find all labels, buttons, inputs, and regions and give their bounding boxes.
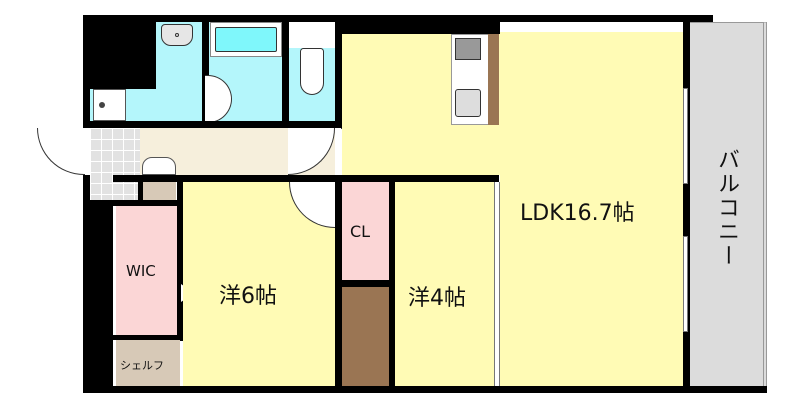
wall-ldk-top (342, 22, 500, 34)
outer-wall-left-lower (83, 175, 113, 392)
shelf-label: シェルフ (120, 359, 164, 372)
drain-icon (175, 33, 179, 37)
washbasin (161, 24, 193, 46)
wall-wic-bottom (113, 335, 183, 340)
wall-cl-bottom (335, 280, 395, 287)
western-room-4 (395, 182, 495, 386)
wall-wet-bottom (83, 121, 343, 128)
wall-room6-left (177, 175, 183, 341)
entrance-door[interactable] (37, 128, 85, 175)
wall-wic-top (113, 200, 183, 206)
bathtub (210, 22, 282, 57)
western-4-label: 洋4帖 (408, 286, 466, 311)
wall-bath-toilet (282, 22, 289, 128)
wall-entrance-right (138, 175, 143, 205)
outer-wall-bottom (83, 386, 767, 393)
counter (342, 287, 389, 386)
drain-icon (99, 102, 105, 108)
ldk-room-lower (500, 175, 683, 386)
shoe-cabinet (142, 180, 176, 200)
balcony (690, 22, 767, 386)
western-6-label: 洋6帖 (219, 284, 277, 309)
balcony-window-1[interactable] (683, 88, 688, 184)
stove-icon (455, 38, 481, 60)
outer-wall-right-ldk (683, 15, 690, 393)
entrance-tile (90, 128, 140, 200)
washing-machine-pan (93, 89, 126, 121)
shoe-cabinet-doors[interactable] (142, 157, 176, 175)
wic-label: WIC (126, 262, 156, 280)
sliding-partition[interactable] (494, 182, 500, 386)
balcony-label: バルコニー (714, 148, 739, 268)
outer-wall-top (83, 15, 713, 22)
kitchen-counter (488, 34, 499, 125)
outer-wall-left-upper (83, 15, 90, 128)
toilet-icon (300, 48, 324, 95)
closet-label: CL (350, 222, 371, 241)
balcony-window-2[interactable] (683, 236, 688, 332)
kitchen-unit (451, 34, 489, 125)
wall-cl-right (389, 175, 395, 393)
wic-room (116, 206, 177, 335)
wall-block-washroom (90, 22, 156, 89)
bathtub-basin (215, 27, 277, 52)
ldk-room (342, 32, 683, 175)
wall-toilet-ldk (335, 22, 342, 128)
shelf-area (116, 340, 180, 386)
closet (342, 182, 390, 282)
ldk-label: LDK16.7帖 (520, 201, 635, 226)
sink-icon (455, 89, 481, 117)
wall-hall-bottom (113, 175, 499, 182)
